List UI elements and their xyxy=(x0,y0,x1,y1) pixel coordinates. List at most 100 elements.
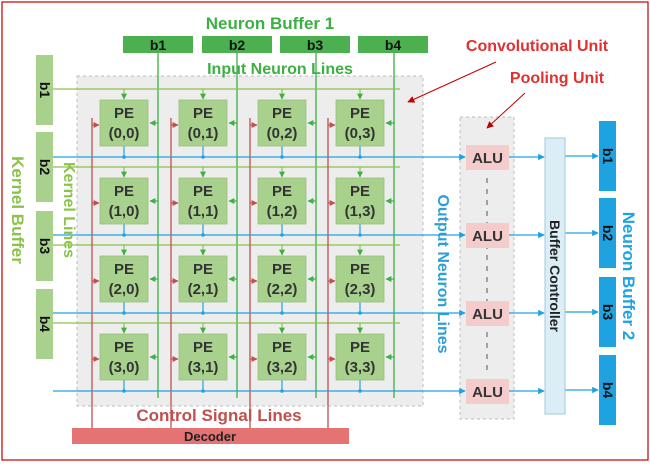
alu-label: ALU xyxy=(472,384,503,401)
alu-label: ALU xyxy=(472,306,503,323)
pe-label: PE xyxy=(350,339,370,356)
processing-element xyxy=(257,333,307,381)
output-junction-dot xyxy=(122,311,126,315)
output-junction-dot xyxy=(122,389,126,393)
processing-element xyxy=(178,333,228,381)
pe-coordinate: (0,2) xyxy=(267,125,298,142)
pe-coordinate: (2,2) xyxy=(267,281,298,298)
pe-coordinate: (2,1) xyxy=(188,281,219,298)
neuron-buffer-1-cell-label: b1 xyxy=(150,37,167,53)
neuron-buffer-2-cell xyxy=(599,355,616,425)
input-neuron-lines-label: Input Neuron Lines xyxy=(207,61,353,78)
neuron-buffer-2-cell xyxy=(599,198,616,268)
neuron-buffer-1-cell xyxy=(123,36,193,53)
pe-label: PE xyxy=(114,183,134,200)
pe-label: PE xyxy=(193,339,213,356)
processing-element xyxy=(99,333,149,381)
output-junction-dot xyxy=(358,389,362,393)
output-junction-dot xyxy=(201,389,205,393)
kernel-buffer-title: Kernel Buffer xyxy=(8,156,27,264)
pe-label: PE xyxy=(350,183,370,200)
pe-label: PE xyxy=(272,183,292,200)
processing-element xyxy=(257,99,307,147)
neuron-buffer-2-cell xyxy=(599,277,616,347)
pe-label: PE xyxy=(114,261,134,278)
alu-box xyxy=(466,301,509,326)
pe-coordinate: (3,1) xyxy=(188,359,219,376)
processing-element xyxy=(335,255,385,303)
pe-coordinate: (0,3) xyxy=(345,125,376,142)
neuron-buffer-2-cell-label: b3 xyxy=(600,304,616,321)
neuron-buffer-1-cell-label: b3 xyxy=(307,37,324,53)
kernel-buffer-cell-label: b4 xyxy=(37,316,53,333)
control-signal-lines-label: Control Signal Lines xyxy=(136,406,301,425)
processing-element xyxy=(99,99,149,147)
kernel-buffer-cell xyxy=(36,211,53,281)
pe-coordinate: (3,3) xyxy=(345,359,376,376)
output-neuron-lines-label: Output Neuron Lines xyxy=(434,194,451,353)
processing-element xyxy=(178,99,228,147)
output-junction-dot xyxy=(201,155,205,159)
output-junction-dot xyxy=(358,155,362,159)
kernel-lines-label: Kernel Lines xyxy=(60,162,77,258)
pe-label: PE xyxy=(272,261,292,278)
pe-label: PE xyxy=(114,339,134,356)
pe-coordinate: (0,0) xyxy=(109,125,140,142)
neuron-buffer-2-cell-label: b4 xyxy=(600,382,616,399)
output-junction-dot xyxy=(280,389,284,393)
output-junction-dot xyxy=(358,233,362,237)
output-junction-dot xyxy=(280,311,284,315)
pe-label: PE xyxy=(114,105,134,122)
alu-box xyxy=(466,145,509,170)
pooling-unit-pointer xyxy=(486,92,526,129)
output-junction-dot xyxy=(280,155,284,159)
processing-element xyxy=(178,255,228,303)
processing-element xyxy=(335,99,385,147)
kernel-buffer-cell xyxy=(36,55,53,125)
pe-coordinate: (0,1) xyxy=(188,125,219,142)
pe-coordinate: (1,0) xyxy=(109,203,140,220)
decoder-label: Decoder xyxy=(184,429,236,444)
neuron-buffer-1-title: Neuron Buffer 1 xyxy=(206,14,334,33)
buffer-controller-box xyxy=(544,137,566,415)
processing-element xyxy=(257,177,307,225)
buffer-controller-label: Buffer Controller xyxy=(547,220,563,333)
pe-coordinate: (2,3) xyxy=(345,281,376,298)
pe-coordinate: (3,0) xyxy=(109,359,140,376)
processing-element xyxy=(178,177,228,225)
alu-label: ALU xyxy=(472,228,503,245)
alu-box xyxy=(466,379,509,404)
neuron-buffer-1-cell xyxy=(358,36,428,53)
pe-label: PE xyxy=(272,105,292,122)
output-junction-dot xyxy=(122,155,126,159)
pe-coordinate: (1,2) xyxy=(267,203,298,220)
pe-coordinate: (3,2) xyxy=(267,359,298,376)
output-junction-dot xyxy=(280,233,284,237)
neuron-buffer-1-cell-label: b2 xyxy=(229,37,246,53)
processing-element xyxy=(257,255,307,303)
pe-coordinate: (1,1) xyxy=(188,203,219,220)
neuron-buffer-2-title: Neuron Buffer 2 xyxy=(619,212,638,340)
neuron-buffer-1-cell-label: b4 xyxy=(385,37,402,53)
kernel-buffer-cell xyxy=(36,132,53,202)
neuron-buffer-1-cell xyxy=(202,36,272,53)
pe-label: PE xyxy=(350,105,370,122)
pe-coordinate: (2,0) xyxy=(109,281,140,298)
neuron-buffer-2-cell xyxy=(599,121,616,191)
convolutional-unit-label: Convolutional Unit xyxy=(466,38,609,55)
processing-element xyxy=(335,333,385,381)
pe-label: PE xyxy=(193,261,213,278)
decoder-box xyxy=(72,428,349,444)
kernel-buffer-cell xyxy=(36,289,53,359)
output-junction-dot xyxy=(358,311,362,315)
processing-element xyxy=(99,255,149,303)
neuron-buffer-2-cell-label: b2 xyxy=(600,225,616,242)
alu-box xyxy=(466,223,509,248)
output-junction-dot xyxy=(201,311,205,315)
processing-element xyxy=(99,177,149,225)
pe-label: PE xyxy=(193,183,213,200)
neuron-buffer-2-cell-label: b1 xyxy=(600,148,616,165)
